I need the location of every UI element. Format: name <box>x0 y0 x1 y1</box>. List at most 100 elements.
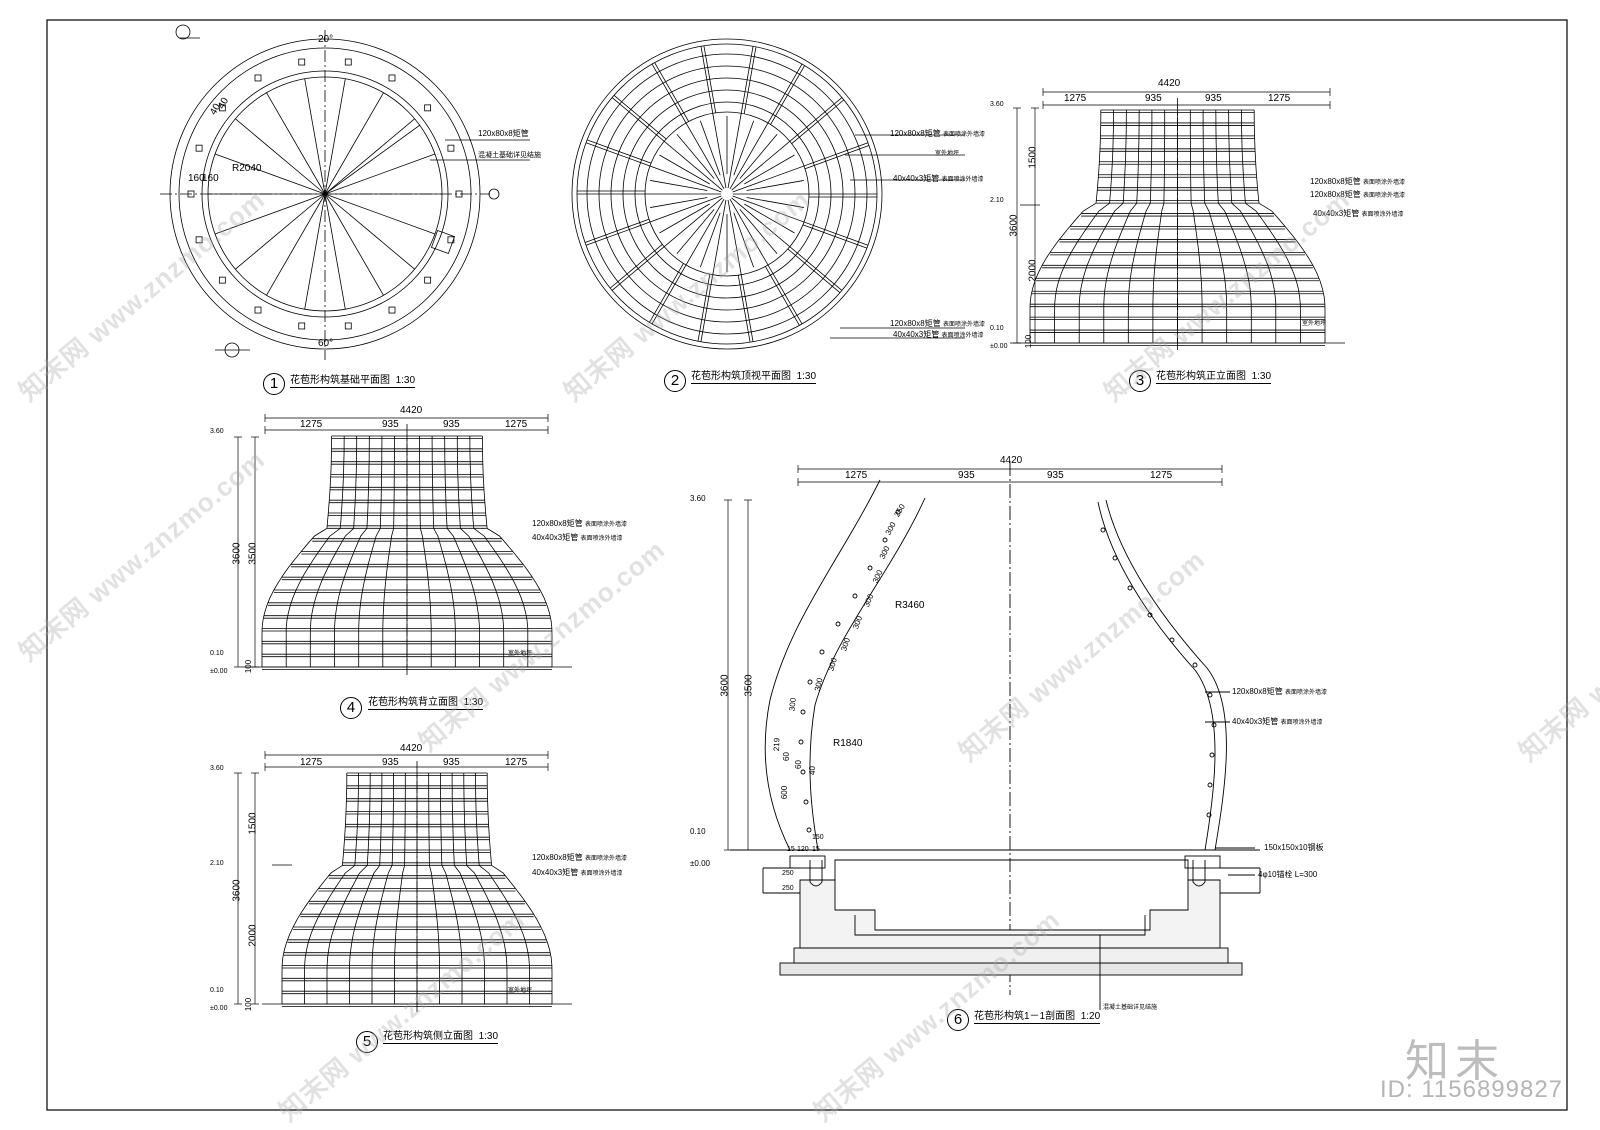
plan2-rib-edge <box>737 275 751 343</box>
plan1-spoke <box>324 193 384 296</box>
plan1-radius: R2040 <box>232 163 262 174</box>
plan1-node <box>195 144 203 152</box>
foundation-plan <box>160 24 530 360</box>
elev5-level-mid: 2.10 <box>210 860 224 867</box>
elev5-callout-note: 室外地坪 <box>508 988 533 994</box>
drawing-number-5: 5 <box>356 1031 378 1053</box>
sec6-bolt <box>867 565 873 571</box>
plan1-spoke <box>235 118 326 195</box>
plan2-rib <box>729 63 803 190</box>
plan2-inner-rib <box>699 212 721 268</box>
elev5-dim-b1: 935 <box>382 757 399 768</box>
plan1-callout-note: 混凝土基础详见结施 <box>478 152 541 159</box>
plan2-rib <box>700 46 727 189</box>
plan2-inner-rib <box>650 180 708 191</box>
elev4-callout-sub: 40x40x3矩管 表面喷涂外墙漆 <box>532 533 623 542</box>
elev4-level-zero: ±0.00 <box>210 668 228 675</box>
plan2-inner-rib <box>733 212 755 268</box>
plan2-rib-edge <box>770 65 805 125</box>
plan2-rib-edge <box>703 45 717 113</box>
sec6-bolt <box>803 799 809 805</box>
plan1-node <box>424 276 432 284</box>
sec6-level-top: 3.60 <box>690 494 706 503</box>
plan2-rib <box>651 198 725 325</box>
plan2-rib <box>585 142 722 193</box>
sec6-dim-a2: 1275 <box>1150 470 1173 481</box>
plan1-node <box>218 104 226 112</box>
plan2-inner-rib <box>733 120 755 176</box>
sec6-bolt <box>852 593 858 599</box>
elev3-dim-b2: 935 <box>1205 93 1222 104</box>
elev4-level-low: 0.10 <box>210 650 224 657</box>
drawing-number-1: 1 <box>263 373 285 395</box>
sec6-bolt <box>800 709 806 715</box>
plan2-callout-sub-bot: 40x40x3矩管 表面喷涂外墙漆 <box>893 330 984 339</box>
plan2-inner-rib <box>676 133 715 179</box>
plan1-node <box>447 144 455 152</box>
elev5-level-zero: ±0.00 <box>210 1005 228 1012</box>
drawing-title-6: 花苞形构筑1－1剖面图 1:20 <box>974 1007 1101 1024</box>
plan2-inner-rib <box>739 209 778 255</box>
sec6-bolt <box>1207 782 1213 788</box>
plan2-rib <box>731 97 843 191</box>
sec6-base-tick-label: 15 <box>812 846 820 853</box>
sec6-bolt <box>1207 692 1213 698</box>
sheet-border <box>46 19 1568 1111</box>
sec6-radius-bot: R1840 <box>833 738 863 749</box>
sec6-tick-label: 60 <box>793 760 803 769</box>
elev4-dim-total: 4420 <box>400 405 423 416</box>
plan2-rib <box>585 195 722 246</box>
plan1-spoke <box>214 193 326 235</box>
sec6-callout-main: 120x80x8矩管 表面喷涂外墙漆 <box>1232 687 1327 696</box>
elev4-level-top: 3.60 <box>210 428 224 435</box>
plan2-inner-rib <box>746 197 804 208</box>
plan1-spoke <box>214 153 326 195</box>
drawing-title-2: 花苞形构筑顶视平面图 1:30 <box>691 367 817 384</box>
front-elevation <box>1010 98 1345 351</box>
brand-logo-text: 知末 <box>1405 1037 1505 1086</box>
plan2-callout-main-bot: 120x80x8矩管 表面喷涂外墙漆 <box>890 319 985 328</box>
sec6-dim-a1: 1275 <box>845 470 868 481</box>
sec6-tick-label: 300 <box>787 697 798 712</box>
elev5-level-top: 3.60 <box>210 765 224 772</box>
sec6-dim-alt: 3500 <box>743 674 755 697</box>
plan2-rib-edge <box>697 274 711 342</box>
plan1-spoke <box>324 193 436 235</box>
sec6-tick-label: 219 <box>771 737 782 752</box>
elev5-callout-sub: 40x40x3矩管 表面喷涂外墙漆 <box>532 868 623 877</box>
sec6-bolt <box>1211 722 1217 728</box>
elev5-level-low: 0.10 <box>210 987 224 994</box>
elev4-dim-a1: 1275 <box>300 419 323 430</box>
plan2-rib <box>651 63 725 190</box>
plan2-inner-rib <box>744 154 795 185</box>
elev3-dim-total-h: 3600 <box>1008 214 1020 237</box>
plan2-rib-edge <box>802 224 868 249</box>
sec6-callout-found: 混凝土基础详见结施 <box>1103 1005 1158 1011</box>
elev4-dim-b1: 935 <box>382 419 399 430</box>
elev3-dim-lower: 2000 <box>1027 259 1039 282</box>
plan1-spoke <box>324 92 384 195</box>
plan1-spoke <box>324 193 346 310</box>
plan1-spoke <box>324 193 415 270</box>
sec6-bolt <box>1147 612 1153 618</box>
sec6-bolt <box>835 621 841 627</box>
plan1-node <box>388 74 396 82</box>
plan1-node <box>218 276 226 284</box>
elev5-dim-b2: 935 <box>443 757 460 768</box>
sec6-tick-label: 60 <box>781 752 791 761</box>
plan1-node <box>254 306 262 314</box>
drawing-number-3: 3 <box>1129 370 1151 392</box>
sec6-bolt <box>1192 662 1198 668</box>
sec6-bolt <box>1100 527 1106 533</box>
sec6-tick-label: 600 <box>780 785 790 800</box>
plan2-rib <box>611 197 723 291</box>
sec6-base-tick-label: 250 <box>782 885 794 892</box>
plan2-inner-rib <box>676 209 715 255</box>
plan1-angle-60: 60° <box>318 338 334 349</box>
plan2-rib-edge <box>765 266 800 326</box>
sec6-bolt <box>1127 585 1133 591</box>
drawing-number-6: 6 <box>947 1009 969 1031</box>
elev3-callout-note: 室外地坪 <box>1302 321 1327 327</box>
image-id: ID: 1156899827 <box>1380 1076 1564 1103</box>
elev3-dim-total: 4420 <box>1158 78 1181 89</box>
